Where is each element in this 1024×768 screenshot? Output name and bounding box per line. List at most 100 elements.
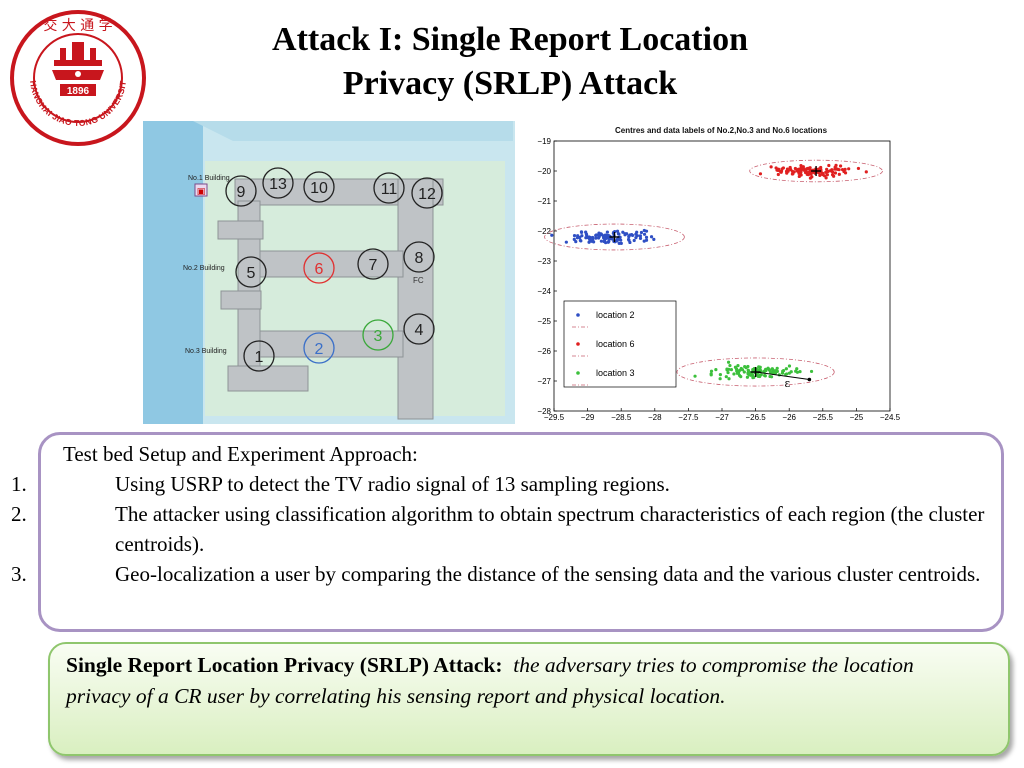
x-tick-label: −24.5 [880,413,901,422]
map-river [143,121,203,424]
data-point [607,239,611,243]
data-point [726,360,731,364]
data-point [733,365,738,369]
data-point [780,371,785,375]
cluster-centroid [609,232,620,242]
region-marker-12: 12 [411,177,443,209]
building-label-2: No.2 Building [183,265,225,272]
region-number: 12 [418,186,436,203]
data-point [615,239,619,243]
y-tick-label: −25 [537,317,551,326]
region-marker-3: 3 [362,319,394,351]
x-tick-label: −27 [715,413,729,422]
region-marker-13: 13 [262,167,294,199]
data-point [746,369,751,373]
data-point [799,163,803,168]
legend-entry: location 3 [572,368,635,386]
data-point [649,235,654,239]
distance-line [755,371,810,380]
building-label-1: No.1 Building [188,175,230,182]
legend-label: location 2 [596,310,635,320]
definition-box: Single Report Location Privacy (SRLP) At… [48,642,1010,756]
data-point [781,369,786,373]
data-point [758,374,762,379]
data-point [724,375,728,379]
slide-title: Attack I: Single Report Location Privacy… [180,18,840,106]
data-point [768,374,772,379]
x-tick-label: −29.5 [544,413,565,422]
data-point [784,372,788,377]
data-point [775,366,779,370]
data-point [587,240,591,244]
data-point [737,373,742,378]
data-point [574,240,578,244]
data-point [784,367,788,371]
definition-term: Single Report Location Privacy (SRLP) At… [66,653,503,677]
data-point [594,236,598,240]
data-point [564,240,568,244]
data-point [775,369,779,373]
data-point [578,235,582,240]
data-point [758,172,763,176]
data-point [727,377,731,381]
data-point [736,363,740,368]
data-point [627,234,631,238]
data-point [578,238,582,243]
legend-label: location 6 [596,339,635,349]
legend-entry: location 6 [572,339,635,357]
data-point [807,172,811,176]
data-point [630,232,634,237]
data-point [634,235,638,240]
data-point [776,167,781,171]
item-number: 1. [11,472,27,496]
x-tick-label: −27.5 [678,413,699,422]
region-marker-6: 6 [303,252,335,284]
data-point [847,167,851,171]
data-point [642,232,647,236]
x-tick-label: −25 [850,413,864,422]
region-marker-10: 10 [303,171,335,203]
item-text: Geo-localization a user by comparing the… [115,562,981,586]
data-point [784,169,789,173]
data-point [792,170,796,174]
chart-title: Centres and data labels of No.2,No.3 and… [615,126,828,135]
university-logo: 交 大 通 学 SHANGHAI JIAO TONG UNIVERSITY 18… [8,8,146,146]
item-text: The attacker using classification algori… [115,502,985,556]
region-marker-11: 11 [373,172,405,204]
data-point [795,367,799,371]
data-point [751,367,755,372]
data-point [838,164,843,168]
region-number: 4 [415,322,424,339]
data-point [586,235,590,240]
data-point [632,238,636,243]
data-point [626,237,631,242]
region-number: 5 [247,265,256,282]
region-number: 9 [237,184,246,201]
region-marker-2: 2 [303,332,335,364]
x-tick-label: −28.5 [611,413,632,422]
x-tick-label: −26.5 [745,413,766,422]
y-tick-label: −27 [537,377,551,386]
data-point [605,230,609,234]
data-point [837,172,841,176]
title-line-1: Attack I: Single Report Location [272,21,748,58]
data-point [795,370,800,374]
data-point [635,230,639,234]
svg-text:▣: ▣ [197,187,206,197]
data-point [797,174,801,179]
data-point [833,171,838,175]
data-point [762,369,767,373]
data-point [638,236,643,241]
data-point [602,239,606,244]
logo-year: 1896 [67,86,90,97]
data-point [594,233,598,238]
data-point [729,368,734,372]
cluster-boundary [749,159,883,183]
region-number: 7 [369,257,378,274]
data-point [599,239,604,243]
region-marker-5: 5 [235,256,267,288]
data-point [780,167,784,171]
data-point [610,237,614,241]
data-point [606,233,611,238]
data-point [580,234,584,238]
